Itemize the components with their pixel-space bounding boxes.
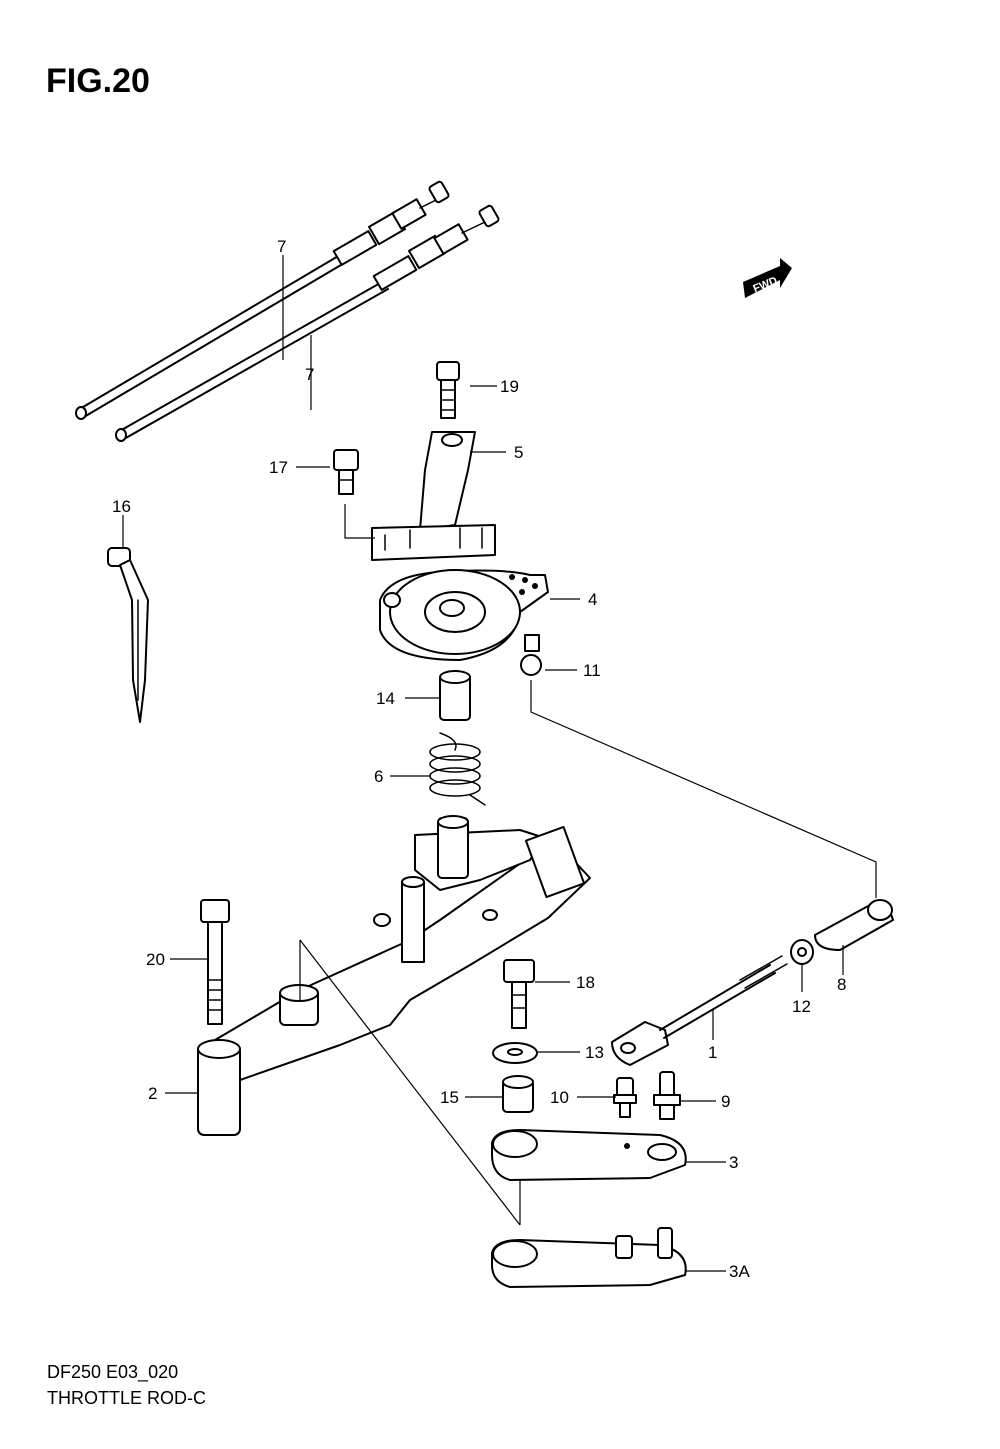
callout-10: 10 xyxy=(550,1088,569,1107)
part-13-washer xyxy=(492,1042,538,1064)
part-8-rod-joint xyxy=(814,899,894,951)
callout-7-upper: 7 xyxy=(277,237,286,256)
part-11-ball-joint xyxy=(520,634,542,676)
callout-3a: 3A xyxy=(729,1262,750,1281)
assembly-lines xyxy=(299,504,877,1226)
callout-17: 17 xyxy=(269,458,288,477)
callout-labels: 7 7 19 5 17 16 4 11 14 6 20 18 13 15 10 … xyxy=(112,237,846,1281)
part-3a-lever xyxy=(491,1227,687,1288)
diagram-name: THROTTLE ROD-C xyxy=(47,1388,206,1408)
part-4-pulley xyxy=(379,569,549,661)
callout-8: 8 xyxy=(837,975,846,994)
figure-title: FIG.20 xyxy=(46,62,150,100)
part-19-bolt xyxy=(436,361,460,419)
fwd-arrow-icon: FWD xyxy=(743,258,792,298)
callout-14: 14 xyxy=(376,689,395,708)
callout-19: 19 xyxy=(500,377,519,396)
part-7-cables xyxy=(75,180,500,442)
callout-18: 18 xyxy=(576,973,595,992)
part-6-spring xyxy=(429,732,486,806)
callout-1: 1 xyxy=(708,1043,717,1062)
callout-4: 4 xyxy=(588,590,597,609)
part-16-cable-tie xyxy=(107,547,149,723)
callout-20: 20 xyxy=(146,950,165,969)
callout-7-lower: 7 xyxy=(305,365,314,384)
callout-6: 6 xyxy=(374,767,383,786)
part-12-nut xyxy=(790,939,814,965)
callout-15: 15 xyxy=(440,1088,459,1107)
diagram-code: DF250 E03_020 xyxy=(47,1362,179,1382)
callout-12: 12 xyxy=(792,997,811,1016)
part-5-bracket xyxy=(371,431,496,561)
leader-lines xyxy=(122,255,844,1272)
part-1-throttle-rod xyxy=(611,955,788,1066)
callout-9: 9 xyxy=(721,1092,730,1111)
part-9-pin xyxy=(653,1071,681,1120)
part-20-bolt xyxy=(200,899,230,1025)
part-2-throttle-lever xyxy=(197,815,591,1136)
part-14-collar xyxy=(439,670,471,721)
part-15-collar xyxy=(502,1075,534,1113)
callout-5: 5 xyxy=(514,443,523,462)
part-18-bolt xyxy=(503,959,535,1029)
callout-11: 11 xyxy=(583,661,601,680)
callout-3: 3 xyxy=(729,1153,738,1172)
part-10-pin xyxy=(613,1077,637,1118)
callout-2: 2 xyxy=(148,1084,157,1103)
callout-16: 16 xyxy=(112,497,131,516)
part-17-bolt xyxy=(333,449,359,495)
part-3-lever xyxy=(491,1129,687,1181)
callout-13: 13 xyxy=(585,1043,604,1062)
